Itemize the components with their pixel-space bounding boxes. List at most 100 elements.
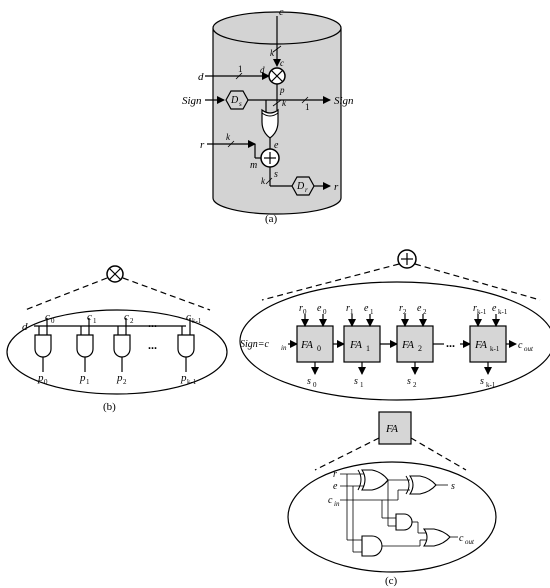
b-label-pk: p	[180, 372, 187, 384]
label-k-s: k	[261, 176, 266, 186]
fa0-block: FA 0	[296, 314, 334, 375]
and-gate-0	[34, 318, 52, 372]
c-label-cout-sub: out	[465, 538, 475, 546]
label-sign-out: Sign	[334, 95, 354, 107]
adder-e2-sub: 2	[423, 308, 427, 316]
b-label-c2: c	[124, 311, 129, 323]
c-fa-title: FA	[385, 423, 398, 435]
adder-r0: r	[299, 303, 303, 314]
b-label-p2-sub: 2	[123, 378, 127, 386]
c-label-cin: c	[328, 495, 333, 506]
adder-cout: c	[518, 340, 523, 351]
adder-e0-sub: 0	[323, 308, 327, 316]
adder-sk: s	[480, 376, 484, 387]
b-label-c1-sub: 1	[93, 317, 97, 325]
b-label-p1: p	[79, 372, 86, 384]
label-r-out: r	[334, 181, 339, 193]
adder-icon	[260, 148, 280, 168]
b-label-ck-sub: k-1	[192, 317, 202, 325]
b-dots-top: ...	[148, 316, 157, 330]
adder-s2-sub: 2	[413, 381, 417, 389]
adder-r1-sub: 1	[350, 308, 354, 316]
panel-c: FA r e c in s	[287, 411, 497, 587]
xor-gate-a	[261, 108, 279, 139]
panel-b: d c 0 p 0 c 1 p 1 c 2 p	[6, 265, 228, 413]
adder-s1: s	[354, 376, 358, 387]
xor-gate-c1	[357, 469, 389, 491]
adder-cout-sub: out	[524, 345, 534, 353]
label-one-sign: 1	[305, 102, 310, 112]
fa0-sub: 0	[317, 344, 321, 353]
b-label-p0: p	[37, 372, 44, 384]
label-ds: D	[230, 95, 239, 106]
fa-detail-ellipse	[287, 461, 497, 573]
adder-sk-sub: k-1	[486, 381, 496, 389]
caption-c: (c)	[385, 575, 398, 587]
adder-r0-sub: 0	[303, 308, 307, 316]
adder-s2: s	[407, 376, 411, 387]
fak-label: FA	[474, 339, 487, 351]
fa-title-block: FA	[378, 411, 412, 445]
label-s: s	[274, 169, 278, 180]
c-label-e: e	[333, 481, 338, 492]
label-c-mult: c	[280, 58, 284, 68]
label-c-in: c	[279, 7, 284, 18]
b-label-ck: c	[186, 311, 191, 323]
panel-adder: Sign=c in FA 0 r 0 e 0 s 0 FA 1 r 1 e	[239, 249, 550, 401]
adder-e1-sub: 1	[370, 308, 374, 316]
adder-r2: r	[399, 303, 403, 314]
b-label-c1: c	[87, 311, 92, 323]
b-label-d: d	[22, 321, 28, 333]
adder-dots: ...	[446, 336, 455, 350]
label-m: m	[250, 160, 257, 171]
b-label-p2: p	[116, 372, 123, 384]
fa1-label: FA	[349, 339, 362, 351]
or-gate-c	[422, 528, 451, 547]
multiplier-icon	[268, 67, 286, 85]
b-label-p1-sub: 1	[86, 378, 90, 386]
label-d-mult: d	[260, 65, 265, 75]
ds-delay-block: D s	[225, 90, 249, 110]
adder-s1-sub: 1	[360, 381, 364, 389]
b-label-c2-sub: 2	[130, 317, 134, 325]
label-e: e	[274, 140, 279, 151]
label-dr-sub: r	[305, 186, 308, 194]
fa0-label: FA	[300, 339, 313, 351]
b-label-pk-sub: k-1	[187, 378, 197, 386]
adder-label-sign-cin-sub: in	[281, 344, 287, 352]
fak-sub: k-1	[490, 345, 500, 353]
fa2-block: FA 2	[396, 314, 434, 375]
caption-a: (a)	[265, 213, 278, 225]
fa2-label: FA	[401, 339, 414, 351]
adder-e2: e	[417, 303, 422, 314]
and-gate-c2	[361, 535, 383, 557]
c-label-s: s	[451, 481, 455, 492]
adder-s0: s	[307, 376, 311, 387]
multiplier-icon-b	[106, 265, 124, 283]
dr-delay-block: D r	[291, 176, 315, 196]
c-label-r: r	[333, 469, 337, 480]
label-ds-sub: s	[239, 100, 242, 108]
fak-block: FA k-1	[469, 314, 507, 375]
adder-label-sign-cin: Sign=c	[240, 339, 270, 350]
b-label-p0-sub: 0	[44, 378, 48, 386]
xor-gate-c2	[405, 475, 437, 495]
label-r: r	[200, 139, 205, 151]
c-label-cin-sub: in	[334, 500, 340, 508]
b-label-c0-sub: 0	[51, 317, 55, 325]
fa1-sub: 1	[366, 344, 370, 353]
and-gate-2	[113, 318, 131, 372]
label-k-top: k	[270, 48, 275, 58]
label-k-r: k	[226, 132, 231, 142]
adder-s0-sub: 0	[313, 381, 317, 389]
and-gate-1	[76, 318, 94, 372]
adder-icon-detail	[397, 249, 417, 269]
adder-ek: e	[492, 303, 497, 314]
adder-rk-sub: k-1	[477, 308, 487, 316]
fa2-sub: 2	[418, 344, 422, 353]
label-k-mid: k	[282, 98, 287, 108]
label-one-d: 1	[238, 64, 243, 74]
adder-r1: r	[346, 303, 350, 314]
adder-rk: r	[473, 303, 477, 314]
